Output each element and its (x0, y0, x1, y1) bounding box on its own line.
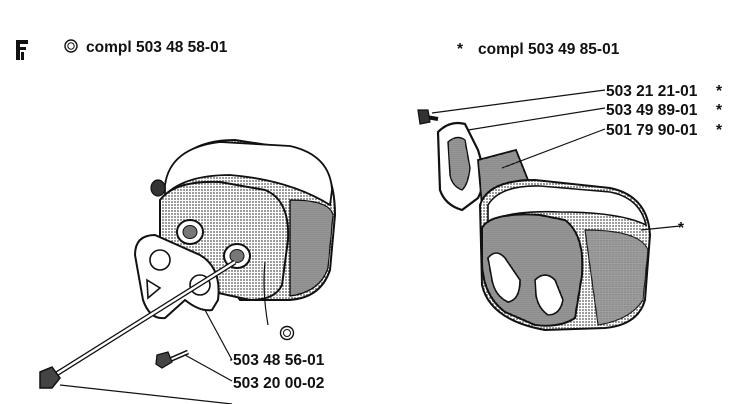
right-kit-label: compl 503 49 85-01 (478, 41, 620, 58)
left-long-bolt (39, 259, 237, 389)
left-kit-label: compl 503 48 58-01 (86, 39, 228, 56)
right-leaders (431, 89, 681, 231)
part-mark-503-21-21-01: * (716, 83, 723, 100)
section-f-icon (16, 40, 28, 60)
right-gasket (436, 121, 485, 212)
part-mark-503-49-89-01: * (716, 102, 723, 119)
left-gasket (133, 233, 220, 320)
part-label-503-21-21-01: 503 21 21-01 (606, 83, 698, 100)
left-muffler-body (150, 138, 337, 302)
left-callout-circle-icon (279, 325, 295, 341)
right-small-screw (417, 109, 439, 125)
part-label-503-49-89-01: 503 49 89-01 (606, 102, 698, 119)
muffler-body-mark: * (678, 220, 685, 237)
part-label-503-20-00-02: 503 20 00-02 (233, 375, 324, 392)
right-kit-star: * (457, 41, 464, 58)
left-kit-circle-icon (64, 39, 78, 53)
part-mark-501-79-90-01: * (716, 122, 723, 139)
right-muffler-body (478, 178, 652, 332)
part-label-503-48-56-01: 503 48 56-01 (233, 352, 325, 369)
left-short-screw (155, 349, 189, 369)
part-label-501-79-90-01: 501 79 90-01 (606, 122, 698, 139)
left-leaders (59, 261, 269, 404)
